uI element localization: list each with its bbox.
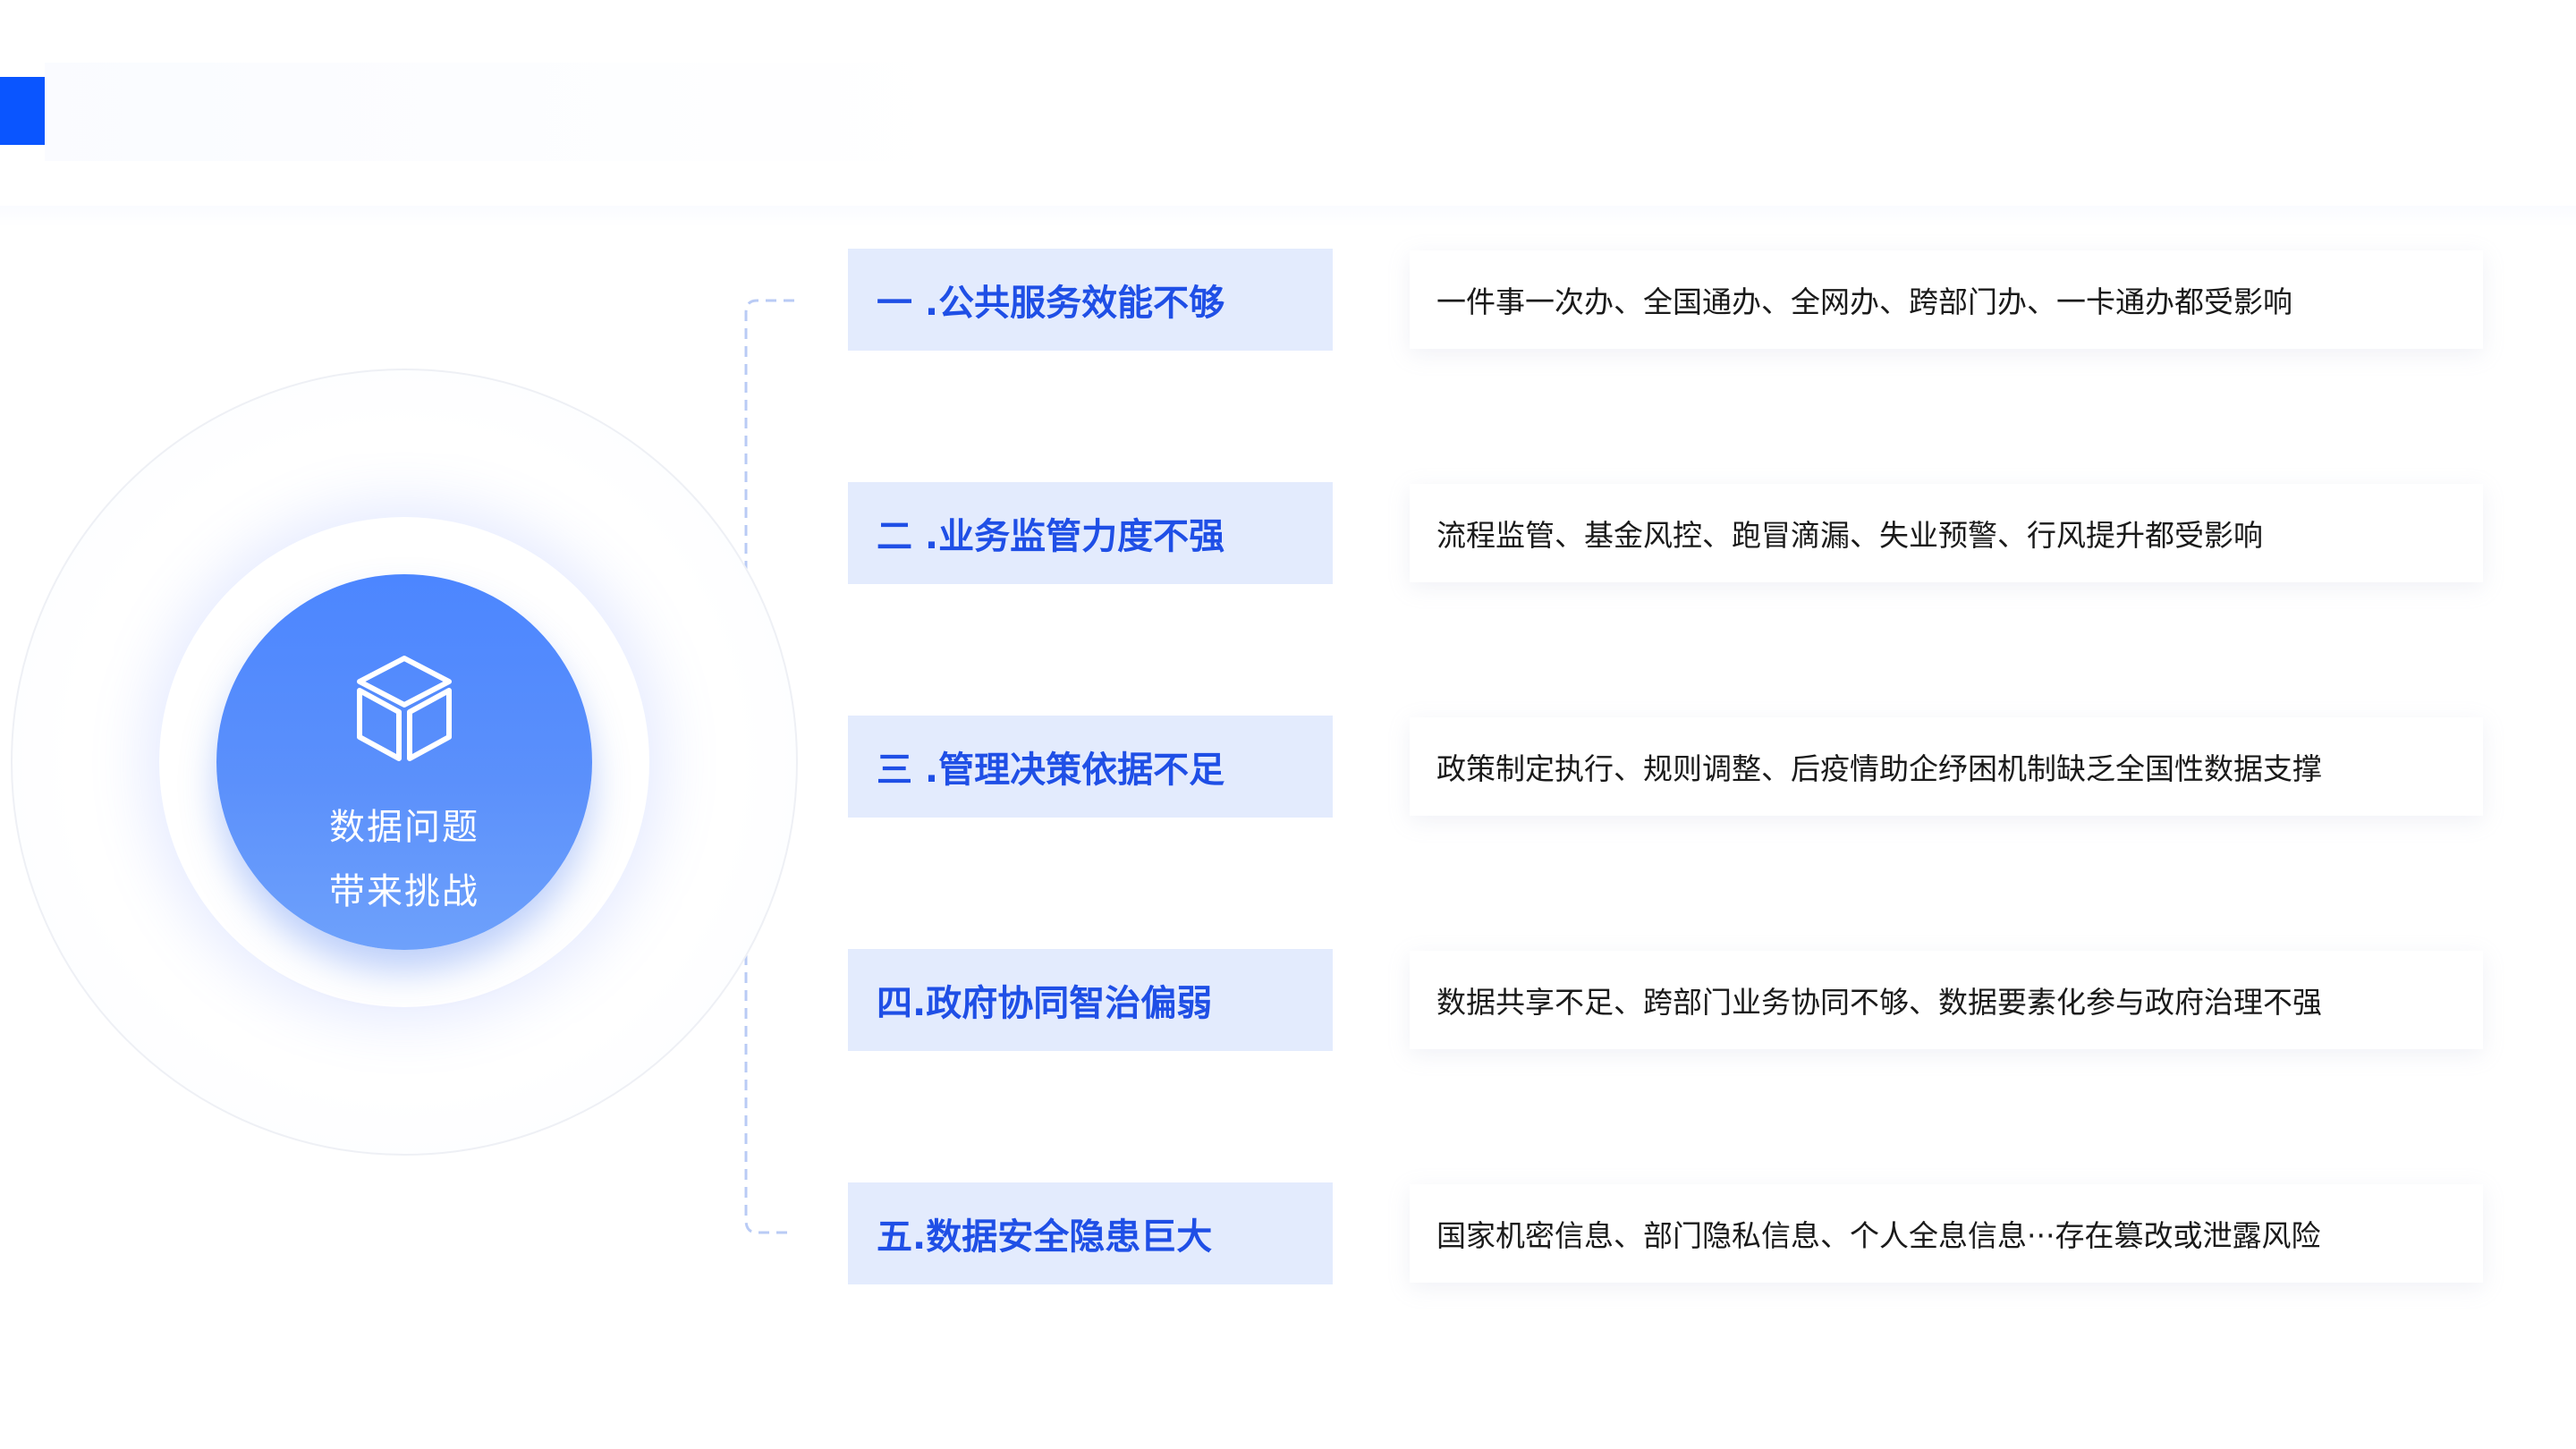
challenge-label-5: 五.数据安全隐患巨大 (848, 1182, 1333, 1284)
challenge-label-4: 四.政府协同智治偏弱 (848, 949, 1333, 1051)
challenge-desc-4: 数据共享不足、跨部门业务协同不够、数据要素化参与政府治理不强 (1410, 951, 2483, 1049)
cube-icon (357, 656, 452, 761)
challenge-label-2: 二 .业务监管力度不强 (848, 482, 1333, 584)
accent-bar (0, 77, 45, 145)
challenge-label-3: 三 .管理决策依据不足 (848, 716, 1333, 818)
challenge-label-1: 一 .公共服务效能不够 (848, 249, 1333, 351)
title-area (45, 63, 957, 161)
challenge-desc-1: 一件事一次办、全国通办、全网办、跨部门办、一卡通办都受影响 (1410, 250, 2483, 349)
challenge-desc-2: 流程监管、基金风控、跑冒滴漏、失业预警、行风提升都受影响 (1410, 484, 2483, 582)
header-divider (0, 206, 2576, 227)
center-circle: 数据问题 带来挑战 (216, 574, 592, 950)
center-text-line-2: 带来挑战 (329, 871, 479, 912)
center-text-line-1: 数据问题 (329, 807, 479, 848)
challenge-desc-3: 政策制定执行、规则调整、后疫情助企纾困机制缺乏全国性数据支撑 (1410, 717, 2483, 816)
challenge-desc-5: 国家机密信息、部门隐私信息、个人全息信息···存在篡改或泄露风险 (1410, 1184, 2483, 1283)
